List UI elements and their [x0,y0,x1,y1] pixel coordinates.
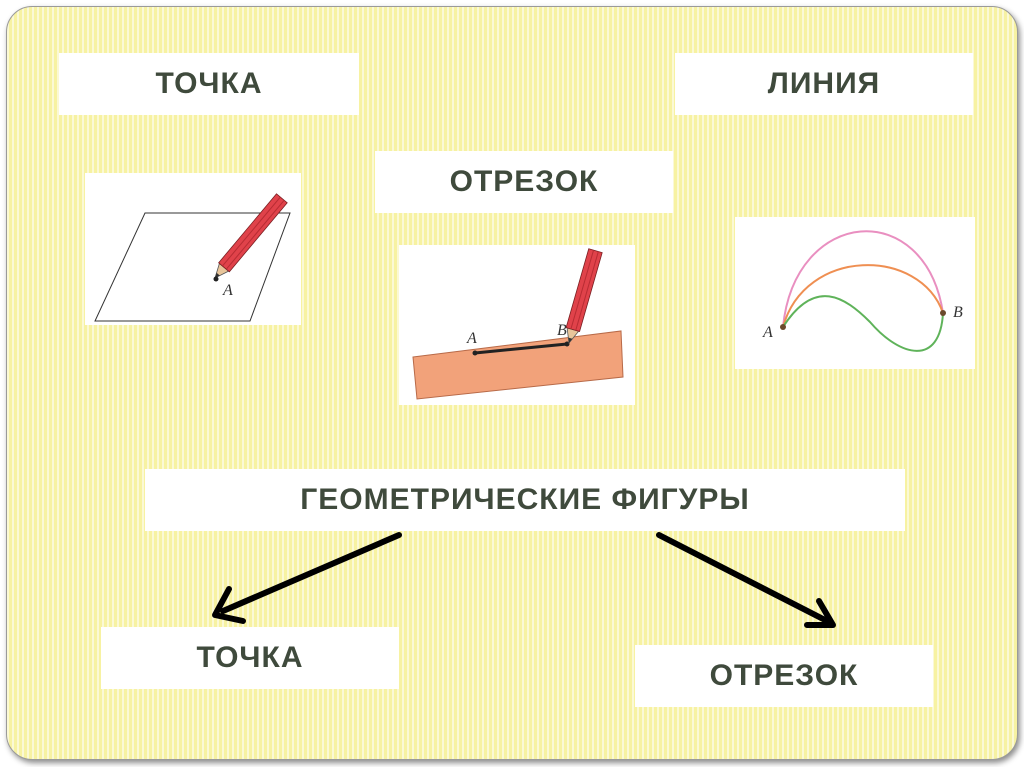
line-label-top: ЛИНИЯ [675,53,973,115]
geometric-figures-label: ГЕОМЕТРИЧЕСКИЕ ФИГУРЫ [145,469,905,531]
ruler-shape [412,330,624,400]
segment-ab [474,342,568,355]
segment-label-bottom: ОТРЕЗОК [635,645,933,707]
slide: ТОЧКА ЛИНИЯ ОТРЕЗОК A A B [6,6,1018,760]
lines-point-a [780,324,786,330]
lines-point-b [940,310,946,316]
segment-point-b [564,341,570,347]
segment-b-label: B [557,322,567,339]
arrows [212,532,836,628]
segment-label-top: ОТРЕЗОК [375,151,673,213]
pink-curve [782,230,944,328]
segment-illustration: A B [399,245,635,405]
segment-a-label: A [466,330,477,347]
point-illustration: A [85,173,301,325]
plane-shape [94,212,291,322]
green-curve [782,295,944,352]
arrow-left-icon [212,532,402,624]
point-a-label: A [222,282,233,299]
lines-b-label: B [953,304,963,321]
point-a [213,276,219,282]
point-label-bottom: ТОЧКА [101,627,399,689]
orange-curve [782,264,944,328]
pencil-icon [565,248,603,344]
lines-a-label: A [762,324,773,341]
lines-drawing: A B [762,230,963,352]
segment-drawing: A B [412,248,624,400]
segment-point-a [472,350,478,356]
point-label-top: ТОЧКА [59,53,359,115]
lines-illustration: A B [735,217,975,369]
arrow-right-icon [656,532,836,628]
point-drawing: A [94,193,291,322]
